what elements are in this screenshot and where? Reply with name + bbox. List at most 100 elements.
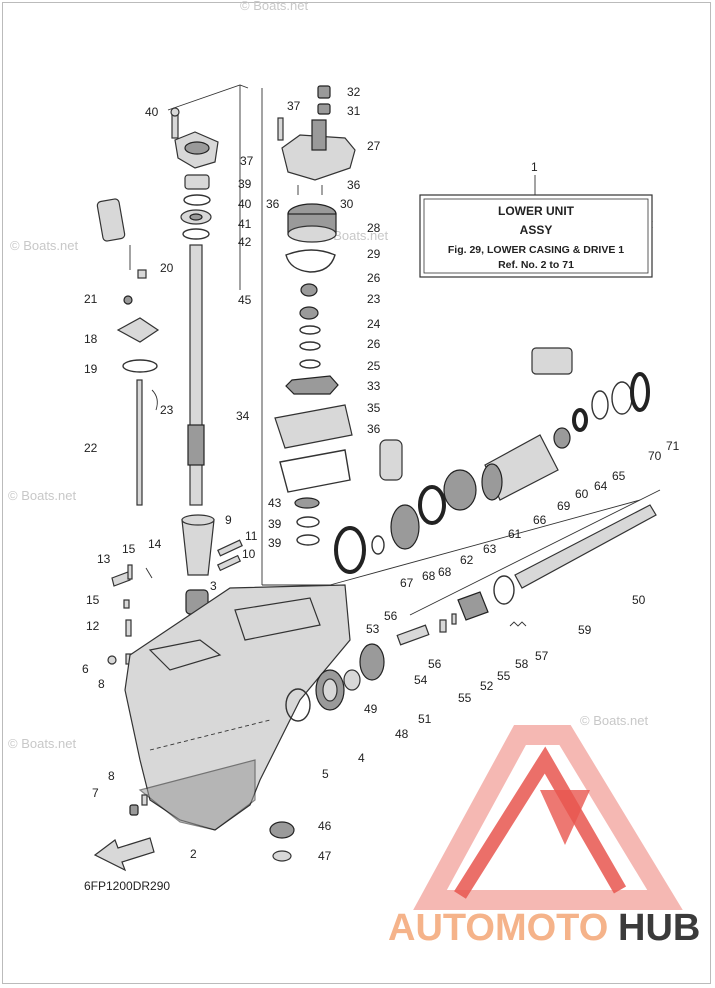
- callout-51: 50: [632, 593, 646, 607]
- callout-68: 68: [422, 569, 436, 583]
- callout-66: 66: [533, 513, 547, 527]
- callout-42: 41: [238, 217, 252, 231]
- callout-70: 70: [648, 449, 662, 463]
- callout-22: 23: [367, 292, 381, 306]
- callout-44: 43: [268, 496, 282, 510]
- watermark-text: © Boats.net: [8, 488, 77, 503]
- callout-5: 5: [322, 767, 329, 781]
- callout-36: 36: [266, 197, 280, 211]
- callout-18: 20: [160, 261, 174, 275]
- callout-45: 40: [145, 105, 159, 119]
- watermark-text: © Boats.net: [240, 0, 309, 13]
- callout-29: 30: [340, 197, 354, 211]
- info-box: 1 LOWER UNIT ASSY Fig. 29, LOWER CASING …: [419, 160, 653, 278]
- callout-43: 42: [238, 235, 252, 249]
- callout-8: 8: [98, 677, 105, 691]
- callout-25: 26: [367, 271, 381, 285]
- watermark-text: © Boats.net: [320, 228, 389, 243]
- watermark-text: © Boats.net: [8, 736, 77, 751]
- callout-39: 39: [268, 536, 282, 550]
- callout-3: 3: [210, 579, 217, 593]
- callout-58: 58: [515, 657, 529, 671]
- callout-53: 52: [480, 679, 494, 693]
- callout-14: 14: [148, 537, 162, 551]
- callout-47: 46: [318, 819, 332, 833]
- callout-28: 29: [367, 247, 381, 261]
- callout-38: 37: [240, 154, 254, 168]
- watermarks: © Boats.net © Boats.net © Boats.net © Bo…: [8, 0, 654, 751]
- callout-49: 48: [395, 727, 409, 741]
- callout-33: 34: [236, 409, 250, 423]
- callout-69: 69: [557, 499, 571, 513]
- callout-4: 4: [358, 751, 365, 765]
- callout-37: 37: [287, 99, 301, 113]
- automotohub-logo: AUTOMOTO HUB: [388, 725, 700, 949]
- callout-54: 54: [414, 673, 428, 687]
- box-subtitle: ASSY: [520, 223, 553, 237]
- callout-15: 15: [86, 593, 100, 607]
- callout-24: 26: [367, 337, 381, 351]
- callout-2: 2: [190, 847, 197, 861]
- callout-41: 40: [238, 197, 252, 211]
- callout-48: 47: [318, 849, 332, 863]
- callout-12: 12: [86, 619, 100, 633]
- callout-40: 39: [238, 177, 252, 191]
- callout-35: 36: [367, 422, 381, 436]
- brand-name-part1: AUTOMOTO: [388, 907, 608, 949]
- callout-23: 25: [367, 359, 381, 373]
- callout-17: 19: [84, 362, 98, 376]
- shift-rod-assembly: [96, 198, 160, 665]
- callout-34: 35: [367, 401, 381, 415]
- callout-39: 39: [268, 517, 282, 531]
- callout-15: 15: [122, 542, 136, 556]
- callout-10: 10: [242, 547, 256, 561]
- callout-46: 45: [238, 293, 252, 307]
- box-figure: Fig. 29, LOWER CASING & DRIVE 1: [448, 244, 624, 256]
- callout-9: 9: [225, 513, 232, 527]
- callout-21: 23: [160, 403, 174, 417]
- callout-13: 13: [97, 552, 111, 566]
- callout-55: 55: [458, 691, 472, 705]
- callout-56: 56: [384, 609, 398, 623]
- callout-27: 28: [367, 221, 381, 235]
- callout-52: 51: [418, 712, 432, 726]
- diagram-code: 6FP1200DR290: [84, 879, 170, 893]
- box-title: LOWER UNIT: [498, 204, 575, 218]
- callout-63: 63: [483, 542, 497, 556]
- callout-55: 55: [497, 669, 511, 683]
- callout-36: 36: [347, 178, 361, 192]
- callout-68: 68: [438, 565, 452, 579]
- propeller-shaft-assembly: [285, 347, 661, 722]
- callout-71: 71: [666, 439, 680, 453]
- callout-54: 53: [366, 622, 380, 636]
- watermark-text: © Boats.net: [10, 238, 79, 253]
- callout-57: 57: [535, 649, 549, 663]
- callout-1: 1: [531, 160, 538, 174]
- drive-shaft-assembly: [167, 84, 330, 615]
- water-pump-assembly: [274, 85, 356, 546]
- callout-50: 49: [364, 702, 378, 716]
- callout-11: 11: [245, 529, 258, 543]
- callout-6: 6: [82, 662, 89, 676]
- callout-62: 62: [460, 553, 474, 567]
- callout-8: 8: [108, 769, 115, 783]
- callout-20: 22: [84, 441, 98, 455]
- callout-56: 56: [428, 657, 442, 671]
- callout-32: 33: [367, 379, 381, 393]
- brand-name-part2: HUB: [618, 907, 700, 949]
- callout-labels: 40 37 39 40 41 42 45 34 9 11 10 3 32 31 …: [82, 85, 680, 863]
- callout-19: 21: [84, 292, 98, 306]
- callout-67: 67: [400, 576, 414, 590]
- callout-16: 18: [84, 332, 98, 346]
- callout-23: 24: [367, 317, 381, 331]
- callout-61: 61: [508, 527, 522, 541]
- callout-59: 59: [578, 623, 592, 637]
- watermark-text: © Boats.net: [580, 713, 649, 728]
- callout-30: 31: [347, 104, 361, 118]
- lower-casing: [93, 584, 351, 872]
- callout-64: 64: [594, 479, 608, 493]
- callout-31: 32: [347, 85, 361, 99]
- box-ref-range: Ref. No. 2 to 71: [498, 259, 574, 271]
